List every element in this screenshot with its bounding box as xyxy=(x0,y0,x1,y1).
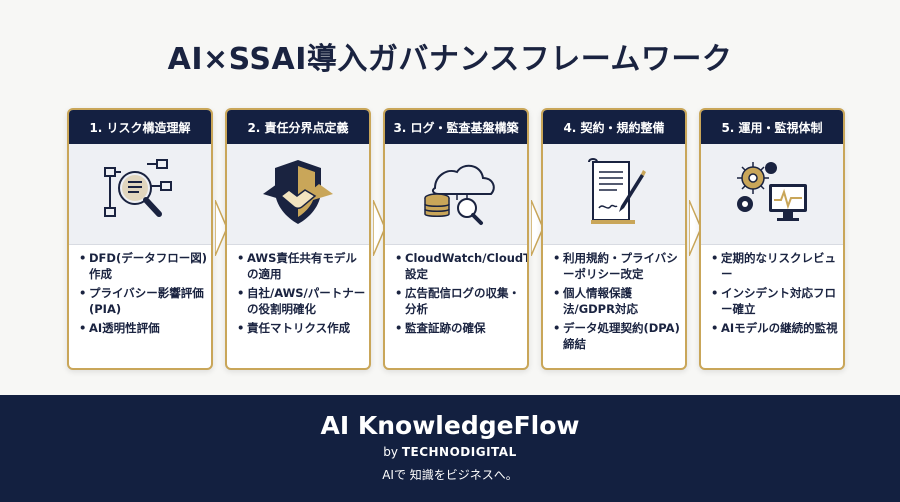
chevron-right-icon xyxy=(373,200,385,256)
step-card-2: 2. 責任分界点定義 AWS責任共有モデルの適用 自社/AWS/パートナーの役割… xyxy=(225,108,371,370)
list-item: AWS責任共有モデルの適用 xyxy=(237,250,367,282)
chevron-right-icon xyxy=(689,200,701,256)
list-item: CloudWatch/CloudTrail設定 xyxy=(395,250,527,282)
step-header-4: 4. 契約・規約整備 xyxy=(543,110,685,144)
step-header-2: 2. 責任分界点定義 xyxy=(227,110,369,144)
step-list-4: 利用規約・プライバシーポリシー改定 個人情報保護法/GDPR対応 データ処理契約… xyxy=(553,250,683,355)
list-item: 広告配信ログの収集・分析 xyxy=(395,285,525,317)
list-item: 監査証跡の確保 xyxy=(395,320,525,336)
list-item: 責任マトリクス作成 xyxy=(237,320,367,336)
contract-pen-icon xyxy=(588,158,646,224)
tagline: AIで 知識をビジネスへ。 xyxy=(382,468,518,482)
cloud-database-icon xyxy=(424,164,495,225)
step-header-3: 3. ログ・監査基盤構築 xyxy=(385,110,527,144)
chevron-right-icon xyxy=(215,200,227,256)
list-item: 自社/AWS/パートナーの役割明確化 xyxy=(237,285,367,317)
brand-name: AI KnowledgeFlow xyxy=(320,411,580,440)
gears-monitor-icon xyxy=(737,162,807,221)
list-item: 個人情報保護法/GDPR対応 xyxy=(553,285,683,317)
step-card-5: 5. 運用・監視体制 定期的なリスクレビュー xyxy=(699,108,845,370)
step-header-5: 5. 運用・監視体制 xyxy=(701,110,843,144)
list-item: AIモデルの継続的監視 xyxy=(711,320,841,336)
step-card-4: 4. 契約・規約整備 利用規約・プライバシーポリシー改定 個人情報保護法/GDP… xyxy=(541,108,687,370)
chevron-right-icon xyxy=(531,200,543,256)
list-item: DFD(データフロー図)作成 xyxy=(79,250,209,282)
list-item: 利用規約・プライバシーポリシー改定 xyxy=(553,250,683,282)
footer-banner: AI KnowledgeFlow by TECHNODIGITAL AIで 知識… xyxy=(0,395,900,502)
list-item: プライバシー影響評価(PIA) xyxy=(79,285,209,317)
byline-by: by xyxy=(383,445,398,459)
page-title: AI×SSAI導入ガバナンスフレームワーク xyxy=(167,42,733,77)
step-list-1: DFD(データフロー図)作成 プライバシー影響評価(PIA) AI透明性評価 xyxy=(79,250,209,339)
step-list-5: 定期的なリスクレビュー インシデント対応フロー確立 AIモデルの継続的監視 xyxy=(711,250,841,339)
step-header-1: 1. リスク構造理解 xyxy=(69,110,211,144)
magnifier-flowchart-icon xyxy=(104,159,172,217)
step-card-3: 3. ログ・監査基盤構築 CloudWatch/CloudTrail設定 広告配… xyxy=(383,108,529,370)
list-item: AI透明性評価 xyxy=(79,320,209,336)
framework-steps: 1. リスク構造理解 xyxy=(0,108,900,370)
byline: by TECHNODIGITAL xyxy=(0,445,900,459)
list-item: データ処理契約(DPA)締結 xyxy=(553,320,683,352)
company-name: TECHNODIGITAL xyxy=(401,445,517,459)
shield-handshake-icon xyxy=(263,160,333,224)
list-item: インシデント対応フロー確立 xyxy=(711,285,841,317)
step-card-1: 1. リスク構造理解 xyxy=(67,108,213,370)
step-list-2: AWS責任共有モデルの適用 自社/AWS/パートナーの役割明確化 責任マトリクス… xyxy=(237,250,367,339)
step-list-3: CloudWatch/CloudTrail設定 広告配信ログの収集・分析 監査証… xyxy=(395,250,527,339)
list-item: 定期的なリスクレビュー xyxy=(711,250,841,282)
